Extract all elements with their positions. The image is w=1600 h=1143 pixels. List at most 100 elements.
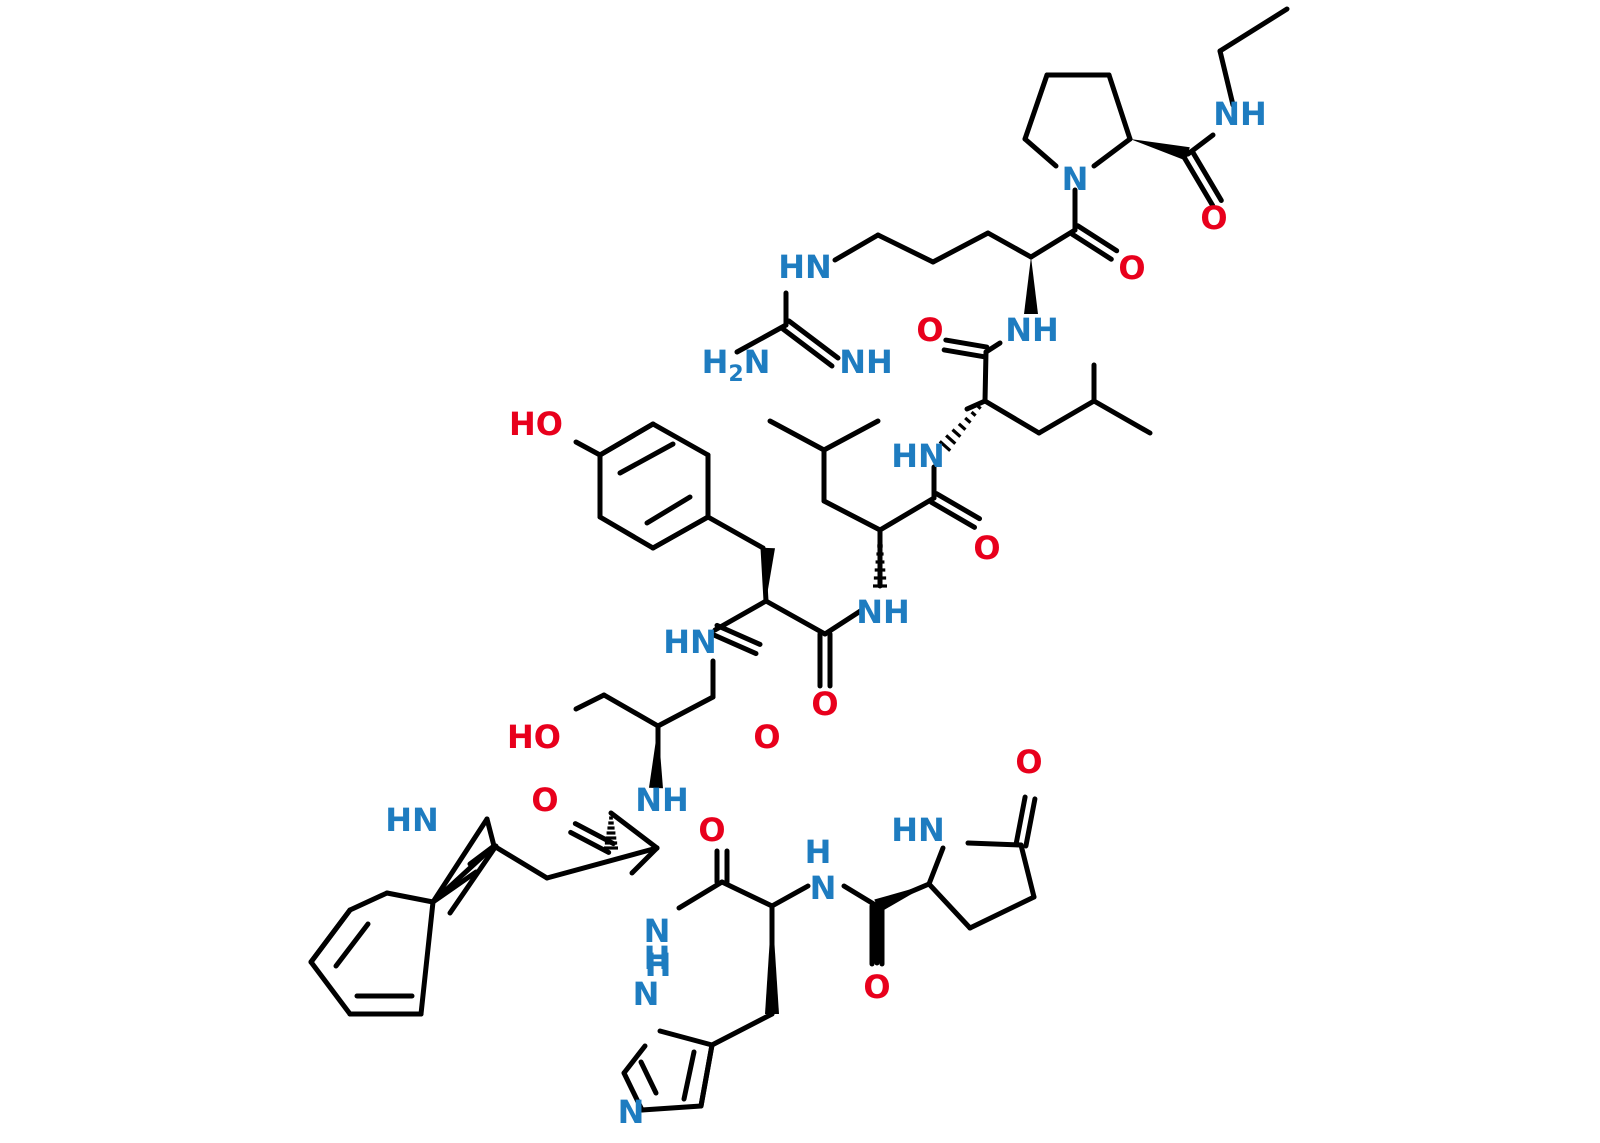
atom-label-text: H [644,939,671,977]
bond-layer [308,6,1290,1113]
atom-label-hn-indole: HN [385,801,439,839]
bond [714,622,763,647]
hash-bond [938,440,952,452]
atom-label-nh-ethyl: NH [1213,95,1267,133]
bond [1036,398,1097,436]
atom-label-text: HO [509,405,563,443]
atom-label-text: O [973,529,1000,567]
atom-label-text: HN [663,623,717,661]
atom-label-text: H [645,946,672,984]
bond [608,810,660,851]
bond [573,439,603,458]
atom-label-text: O [863,968,890,1006]
bond [875,232,936,265]
atom-label-text: HN [891,437,945,475]
atom-label-o-leu2: O [973,529,1000,567]
bond [705,514,766,551]
atom-label-ho-tyr: HO [509,405,563,443]
wedge-bond [761,547,775,601]
bond [347,890,390,913]
atom-label-text: O [1200,199,1227,237]
hash-bond [951,428,962,438]
bond [930,230,991,265]
bond [1028,227,1078,260]
wedge-bond [1130,139,1190,161]
atom-label-o-arg: O [1118,249,1145,287]
atom-label-text: HN [385,801,439,839]
bond [644,494,693,526]
atom-label-tail: N [744,343,771,381]
bond [1022,72,1050,142]
atom-label-o-pyro-ring: O [1015,743,1042,781]
bond [572,821,616,847]
bond [655,694,716,729]
atom-label-text: NH [856,593,910,631]
bond [491,843,550,881]
bond [597,514,656,551]
atom-label-o-ser: O [753,718,780,756]
atom-label-text: O [753,718,780,756]
bond [934,491,983,522]
atom-label-h2n-guan: H2N [702,343,771,387]
atom-label-text: NH [1005,311,1059,349]
bond [1013,794,1028,847]
atom-label-nh-arg: NH [1005,311,1059,349]
atom-label-text: N [633,975,660,1013]
bond [985,230,1034,260]
atom-label-n-his: N [810,869,837,907]
atom-label-hn-pyro: HN [891,811,945,849]
atom-label-hn-tyr: HN [663,623,717,661]
bond [763,598,828,637]
bond [308,907,353,965]
atom-label-nh-imine: NH [839,343,893,381]
atom-label-n-imid-nh: N [633,975,660,1013]
bond [1022,136,1059,169]
bond [709,1011,775,1048]
bond [650,514,711,551]
hash-bond [964,416,972,424]
atom-label-hn-leu1: HN [891,437,945,475]
bond [308,959,353,1017]
bond [1217,6,1290,54]
atom-label-text: H [805,833,832,871]
bond [657,1028,715,1048]
atom-label-o-tyr: O [811,685,838,723]
bond [943,337,990,350]
atom-label-text: O [811,685,838,723]
bond [982,398,1042,436]
bond [676,879,725,911]
bond [821,418,881,453]
bond [1181,154,1216,209]
bond [430,816,490,905]
wedge-bond [874,884,929,913]
atom-label-n-pro: N [1062,160,1089,198]
bond [710,632,759,657]
atom-label-subscript: 2 [728,362,743,387]
bond [832,232,881,263]
bond [786,318,841,361]
bond [926,845,946,887]
atom-label-n-imid: N [618,1093,645,1131]
bond [982,349,989,404]
atom-label-o-pro: O [1200,199,1227,237]
bond [568,829,612,855]
bond [767,418,827,453]
bond [821,498,883,533]
bond [681,1049,697,1102]
bond [734,322,789,355]
atom-label-text: HN [778,248,832,286]
atom-label-text: N [810,869,837,907]
bond [621,1070,645,1113]
atom-label-text: N [1062,160,1089,198]
hash-bond [976,404,982,410]
atom-label-o-trp: O [531,781,558,819]
bond [638,1059,659,1096]
atom-label-text: O [916,311,943,349]
bond [1189,148,1224,203]
bond [597,421,656,458]
atom-label-h-trp: H [644,939,671,977]
bond [384,890,436,905]
atom-label-text: N [618,1093,645,1131]
